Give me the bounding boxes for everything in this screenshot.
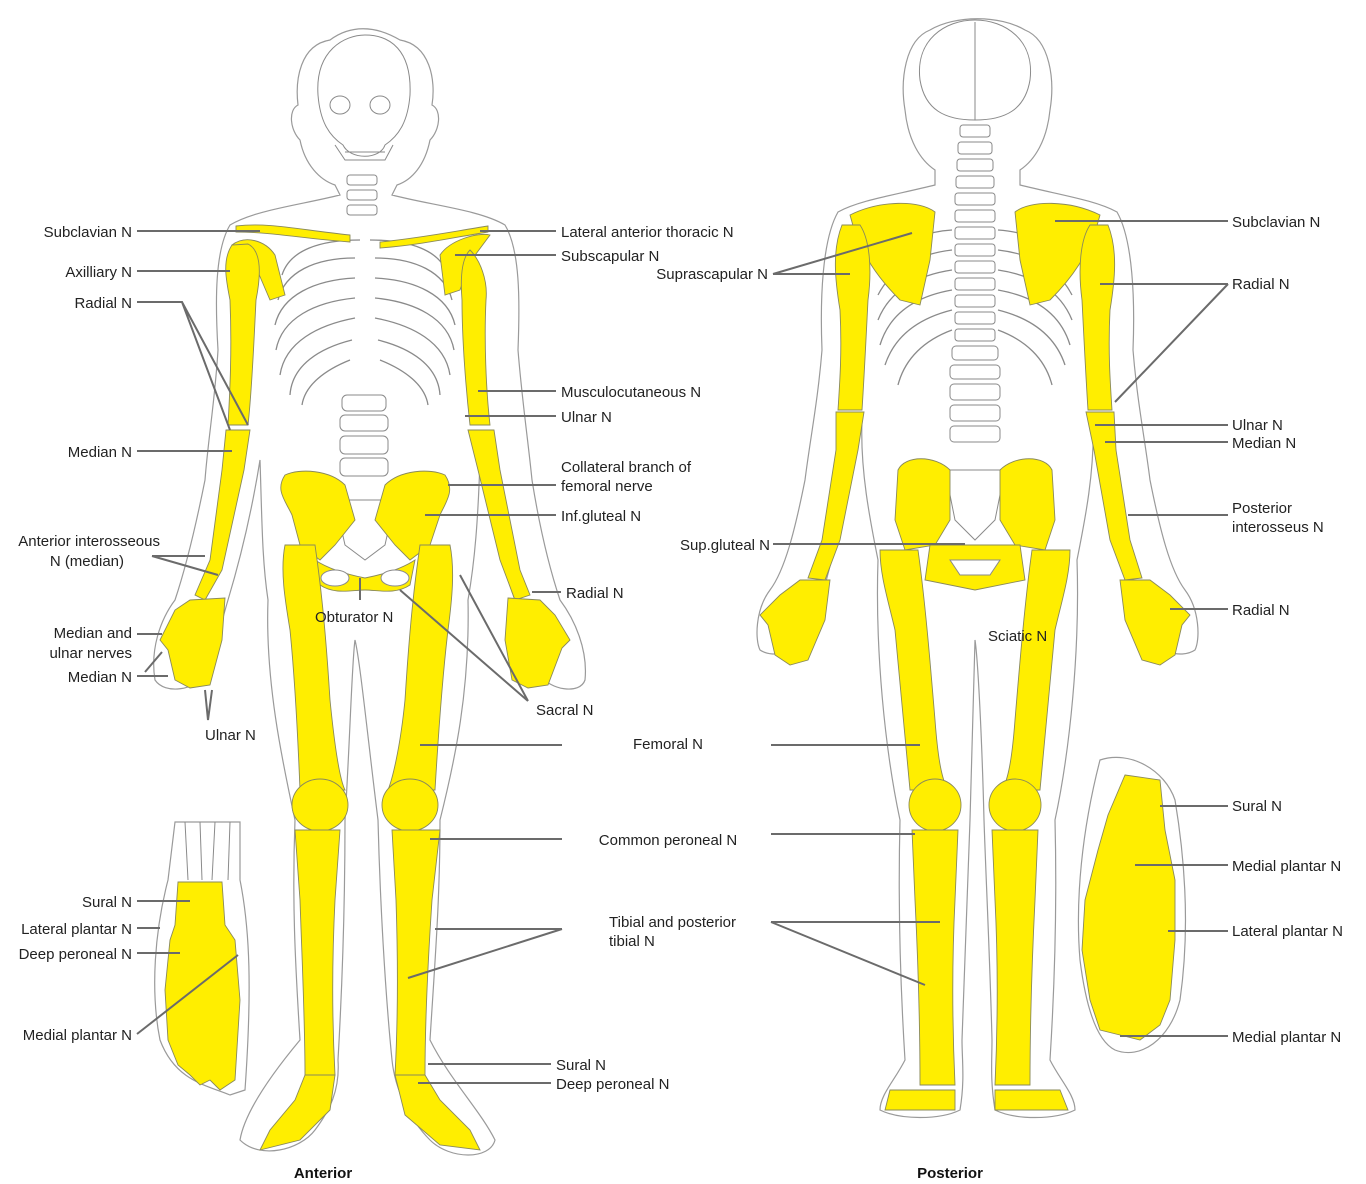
label-median-n-hand: Median N [68, 669, 132, 686]
label-sciatic-n: Sciatic N [988, 628, 1047, 645]
label-radial-n-wrist: Radial N [566, 585, 624, 602]
forearm-left-post [808, 412, 864, 580]
humerus-left-post [835, 225, 870, 410]
label-radial-n-right-wrist: Radial N [1232, 602, 1290, 619]
anterior-lumbar-vertebra [342, 395, 386, 411]
humerus-right-post [1080, 225, 1115, 410]
posterior-sacrum [945, 470, 1005, 540]
anterior-lumbar-vertebra [340, 458, 388, 476]
label-median-ulnar-line1: Median and [54, 625, 132, 642]
label-subclavian-n-right: Subclavian N [1232, 214, 1320, 231]
label-collateral-line1: Collateral branch of [561, 459, 692, 476]
anterior-lumbar-vertebra [340, 415, 388, 431]
label-collateral-line2: femoral nerve [561, 478, 653, 495]
label-sural-n-foot: Sural N [82, 894, 132, 911]
anterior-eye-socket-right [370, 96, 390, 114]
femur-left-post [880, 550, 948, 790]
hand-left-post [760, 580, 830, 665]
label-sacral-n: Sacral N [536, 702, 594, 719]
hand-right-post [1120, 580, 1190, 665]
anterior-cervical-vertebra [347, 175, 377, 185]
label-posterior-interosseous-line1: Posterior [1232, 500, 1292, 517]
posterior-spine [950, 125, 1000, 442]
inset-foot-bones-right [1082, 775, 1175, 1040]
humerus-right [461, 250, 490, 425]
label-inf-gluteal-n: Inf.gluteal N [561, 508, 641, 525]
tibia-right-post [992, 830, 1038, 1085]
label-median-n-left: Median N [68, 444, 132, 461]
label-radial-n-right: Radial N [1232, 276, 1290, 293]
hand-left [160, 598, 225, 688]
label-tibial-line1: Tibial and posterior [609, 914, 736, 931]
posterior-figure [757, 19, 1198, 1118]
anterior-figure [154, 29, 586, 1155]
label-medial-plantar-n-foot: Medial plantar N [23, 1027, 132, 1044]
knee-right-post [989, 779, 1041, 831]
anterior-eye-socket-left [330, 96, 350, 114]
obturator-foramen-right [381, 570, 409, 586]
label-medial-plantar-n-right-2: Medial plantar N [1232, 1029, 1341, 1046]
label-axilliary-n: Axilliary N [65, 264, 132, 281]
label-deep-peroneal-n-foot: Deep peroneal N [19, 946, 132, 963]
femur-right-post [1002, 550, 1070, 790]
label-median-n-right: Median N [1232, 435, 1296, 452]
label-sup-gluteal-n: Sup.gluteal N [680, 537, 770, 554]
label-obturator-n: Obturator N [315, 609, 393, 626]
anterior-rib-cage [275, 240, 455, 405]
label-sural-n-right-foot: Sural N [1232, 798, 1282, 815]
anterior-skull [318, 35, 410, 156]
knee-left-post [909, 779, 961, 831]
label-ulnar-n-arm: Ulnar N [561, 409, 612, 426]
label-lateral-plantar-n-right: Lateral plantar N [1232, 923, 1343, 940]
label-common-peroneal-n: Common peroneal N [599, 832, 737, 849]
obturator-foramen-left [321, 570, 349, 586]
pelvis-right-post [1000, 459, 1055, 550]
anterior-lumbar-vertebra [340, 436, 388, 454]
tibia-right [392, 830, 440, 1075]
forearm-right-post [1086, 412, 1142, 580]
tibia-left-post [912, 830, 958, 1085]
label-anterior-interosseous-line1: Anterior interosseous [18, 533, 160, 550]
label-ulnar-n-hand: Ulnar N [205, 727, 256, 744]
tibia-left [295, 830, 340, 1075]
label-musculocutaneous-n: Musculocutaneous N [561, 384, 701, 401]
forearm-left [195, 430, 250, 600]
label-tibial-line2: tibial N [609, 933, 655, 950]
heel-right-post [995, 1090, 1068, 1110]
label-subscapular-n: Subscapular N [561, 248, 659, 265]
label-sural-n-ankle: Sural N [556, 1057, 606, 1074]
caption-posterior: Posterior [917, 1165, 983, 1182]
anterior-cervical-vertebra [347, 190, 377, 200]
foot-left [260, 1075, 335, 1150]
label-median-ulnar-line2: ulnar nerves [49, 645, 132, 662]
label-ulnar-n-right: Ulnar N [1232, 417, 1283, 434]
inset-foot-bones-left [165, 882, 240, 1090]
label-medial-plantar-n-right-1: Medial plantar N [1232, 858, 1341, 875]
clavicle-left [236, 225, 350, 242]
label-subclavian-n-left: Subclavian N [44, 224, 132, 241]
label-lateral-plantar-n-foot: Lateral plantar N [21, 921, 132, 938]
posterior-skull [919, 20, 1030, 120]
label-deep-peroneal-n-ankle: Deep peroneal N [556, 1076, 669, 1093]
foot-right [395, 1075, 480, 1150]
humerus-left [226, 244, 260, 425]
heel-left-post [885, 1090, 955, 1110]
label-posterior-interosseous-line2: interosseus N [1232, 519, 1324, 536]
label-anterior-interosseous-line2: N (median) [50, 553, 124, 570]
anterior-cervical-vertebra [347, 205, 377, 215]
knee-right [382, 779, 438, 831]
label-lateral-anterior-thoracic-n: Lateral anterior thoracic N [561, 224, 734, 241]
caption-anterior: Anterior [294, 1165, 353, 1182]
pelvis-left-post [895, 459, 950, 550]
label-femoral-n: Femoral N [633, 736, 703, 753]
label-suprascapular-n: Suprascapular N [656, 266, 768, 283]
label-radial-n-left: Radial N [74, 295, 132, 312]
inset-leg-bones-left [185, 822, 230, 880]
knee-left [292, 779, 348, 831]
